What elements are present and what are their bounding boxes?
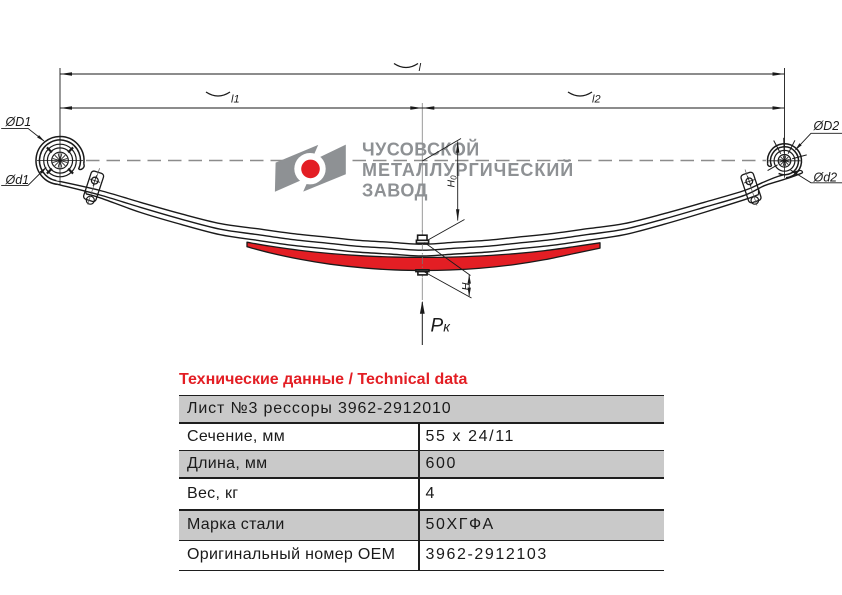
svg-text:ØD2: ØD2 (813, 119, 840, 133)
svg-text:МЕТАЛЛУРГИЧЕСКИЙ: МЕТАЛЛУРГИЧЕСКИЙ (362, 159, 574, 180)
svg-text:H: H (460, 282, 472, 290)
svg-text:l1: l1 (231, 94, 240, 106)
svg-text:l: l (419, 62, 422, 74)
svg-text:ØD1: ØD1 (5, 115, 32, 129)
svg-text:Pк: Pк (431, 316, 452, 337)
svg-text:ЧУСОВСКОЙ: ЧУСОВСКОЙ (362, 138, 480, 159)
svg-text:Ød1: Ød1 (5, 173, 30, 187)
svg-text:Ød2: Ød2 (813, 171, 838, 185)
svg-text:ЗАВОД: ЗАВОД (362, 180, 428, 200)
svg-text:l2: l2 (592, 94, 601, 106)
svg-text:H0: H0 (446, 175, 459, 188)
